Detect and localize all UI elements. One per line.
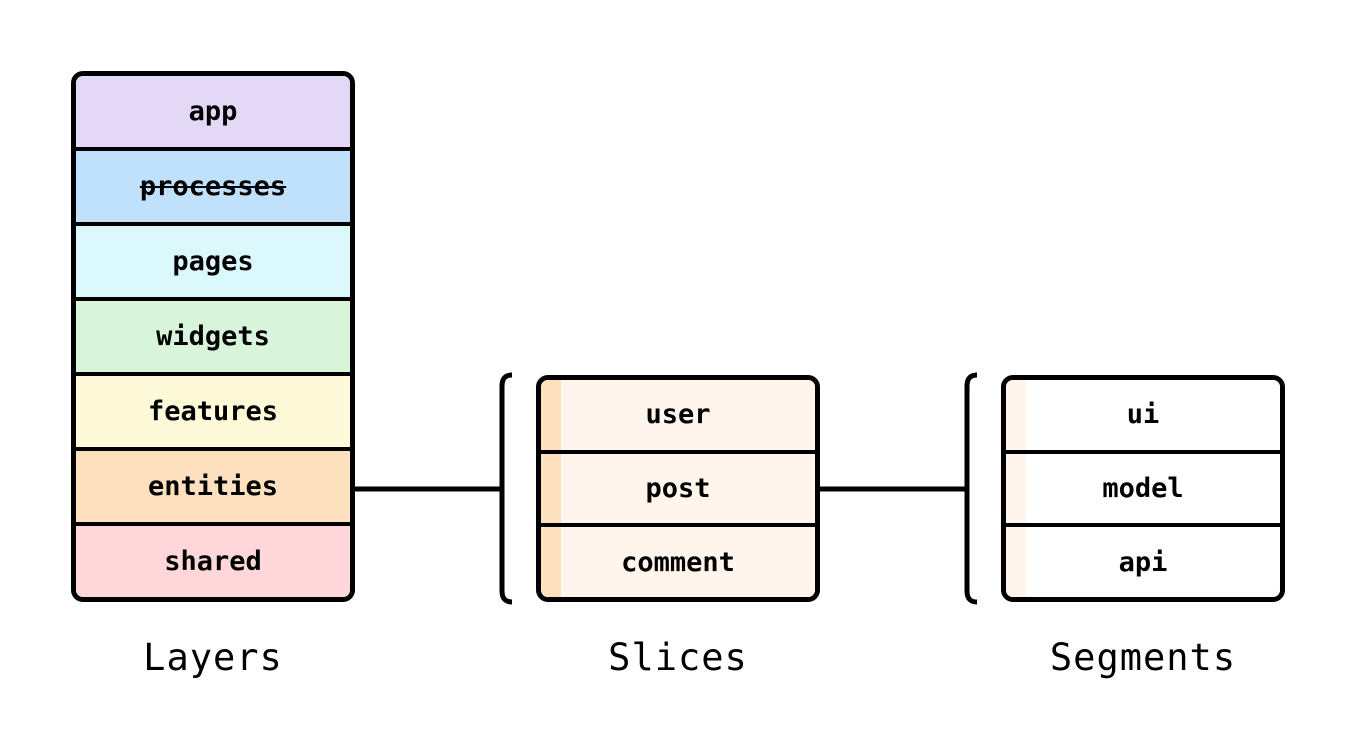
- slice-accent: [541, 380, 561, 450]
- segment-label: api: [1118, 546, 1168, 578]
- segment-label: model: [1102, 473, 1184, 504]
- layer-features: features: [76, 372, 350, 447]
- segment-api: api: [1006, 523, 1280, 597]
- segment-model: model: [1006, 449, 1280, 524]
- slice-label: comment: [621, 546, 735, 578]
- slice-comment: comment: [541, 523, 815, 597]
- segment-accent: [1006, 527, 1026, 597]
- layer-pages: pages: [76, 222, 350, 297]
- layers-stack: app processes pages widgets features ent…: [71, 71, 355, 602]
- layer-entities: entities: [76, 447, 350, 522]
- layer-label: shared: [164, 546, 262, 577]
- layer-shared: shared: [76, 522, 350, 597]
- slice-accent: [541, 453, 561, 524]
- layer-widgets: widgets: [76, 297, 350, 372]
- bracket-segments: [964, 372, 978, 605]
- caption-slices: Slices: [608, 636, 748, 679]
- layer-label: processes: [139, 171, 287, 202]
- slice-post: post: [541, 449, 815, 524]
- layer-label: app: [188, 96, 238, 127]
- bracket-slices: [499, 372, 513, 605]
- caption-segments: Segments: [1049, 636, 1237, 679]
- caption-layers: Layers: [143, 636, 283, 679]
- slice-user: user: [541, 380, 815, 450]
- slice-label: user: [645, 399, 711, 431]
- layer-app: app: [76, 76, 350, 147]
- slices-stack: user post comment: [536, 375, 820, 602]
- layer-label: features: [147, 396, 279, 427]
- segment-accent: [1006, 380, 1026, 450]
- segment-accent: [1006, 453, 1026, 524]
- segment-label: ui: [1126, 399, 1160, 431]
- slice-label: post: [645, 473, 711, 504]
- layer-label: widgets: [156, 321, 270, 352]
- segments-stack: ui model api: [1001, 375, 1285, 602]
- segment-ui: ui: [1006, 380, 1280, 450]
- layer-processes: processes: [76, 147, 350, 222]
- slice-accent: [541, 527, 561, 597]
- layer-label: entities: [147, 471, 279, 502]
- layer-label: pages: [172, 246, 254, 277]
